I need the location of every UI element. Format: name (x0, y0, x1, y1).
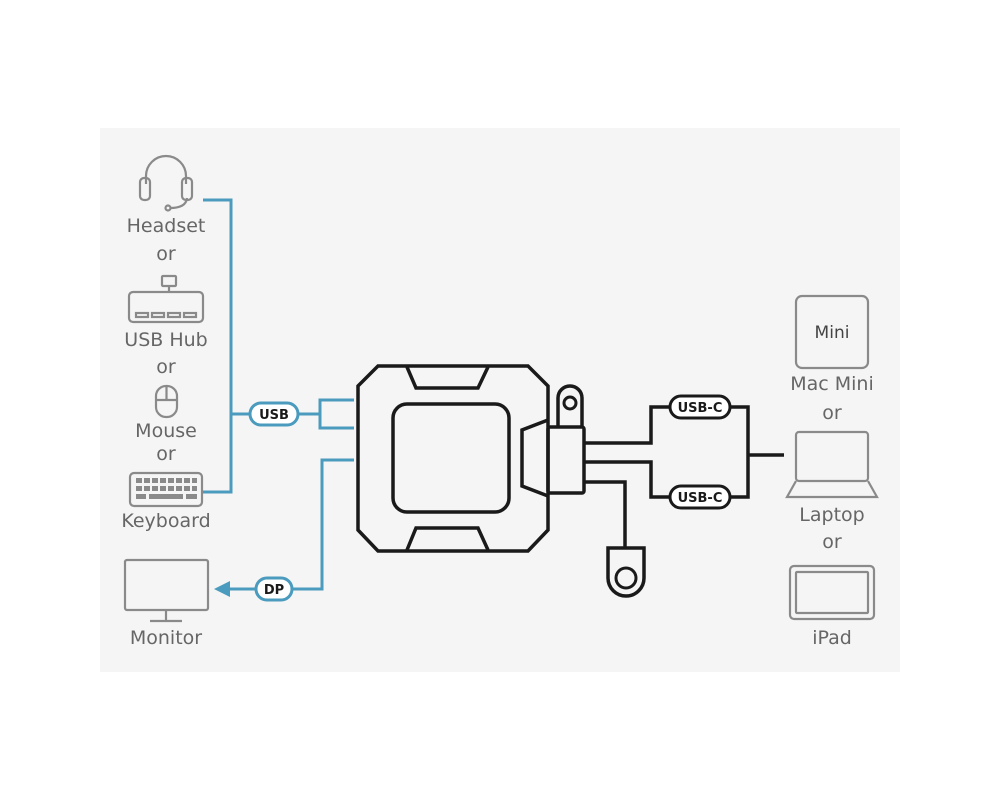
usb-bus-cable (203, 198, 354, 494)
usb-hub-icon (127, 274, 205, 324)
dp-tag-label: DP (264, 583, 284, 598)
usb-connector-tag: USB (248, 401, 300, 427)
monitor-label: Monitor (130, 627, 202, 649)
usbc-top-tag-label: USB-C (678, 401, 723, 416)
audio-jack-icon (606, 546, 646, 598)
dp-connector-tag: DP (254, 576, 294, 602)
monitor-icon (123, 558, 210, 623)
laptop-label: Laptop (799, 504, 864, 526)
usbc-bottom-connector-tag: USB-C (668, 484, 732, 510)
or-label: or (822, 402, 842, 424)
keyboard-icon (128, 471, 204, 508)
headset-icon (138, 154, 194, 212)
ipad-label: iPad (812, 627, 852, 649)
or-label: or (156, 443, 176, 465)
mac-mini-icon: Mini (794, 294, 870, 370)
diagram-panel (100, 128, 900, 672)
usb-tag-label: USB (259, 408, 289, 423)
mouse-label: Mouse (135, 420, 197, 442)
dp-cable (214, 458, 354, 597)
headset-label: Headset (127, 215, 206, 237)
ipad-icon (788, 564, 876, 621)
usbc-top-connector-tag: USB-C (668, 394, 732, 420)
mac-mini-label: Mac Mini (790, 373, 874, 395)
keyboard-label: Keyboard (121, 510, 210, 532)
dp-arrow-icon (214, 581, 230, 597)
or-label: or (822, 531, 842, 553)
mac-mini-face-label: Mini (815, 323, 850, 343)
or-label: or (156, 356, 176, 378)
or-label: or (156, 243, 176, 265)
usb-hub-label: USB Hub (124, 329, 207, 351)
laptop-icon (785, 430, 879, 499)
mouse-icon (154, 384, 179, 419)
docking-station-icon (356, 364, 586, 553)
usbc-cables (584, 405, 784, 548)
usbc-bottom-tag-label: USB-C (678, 491, 723, 506)
